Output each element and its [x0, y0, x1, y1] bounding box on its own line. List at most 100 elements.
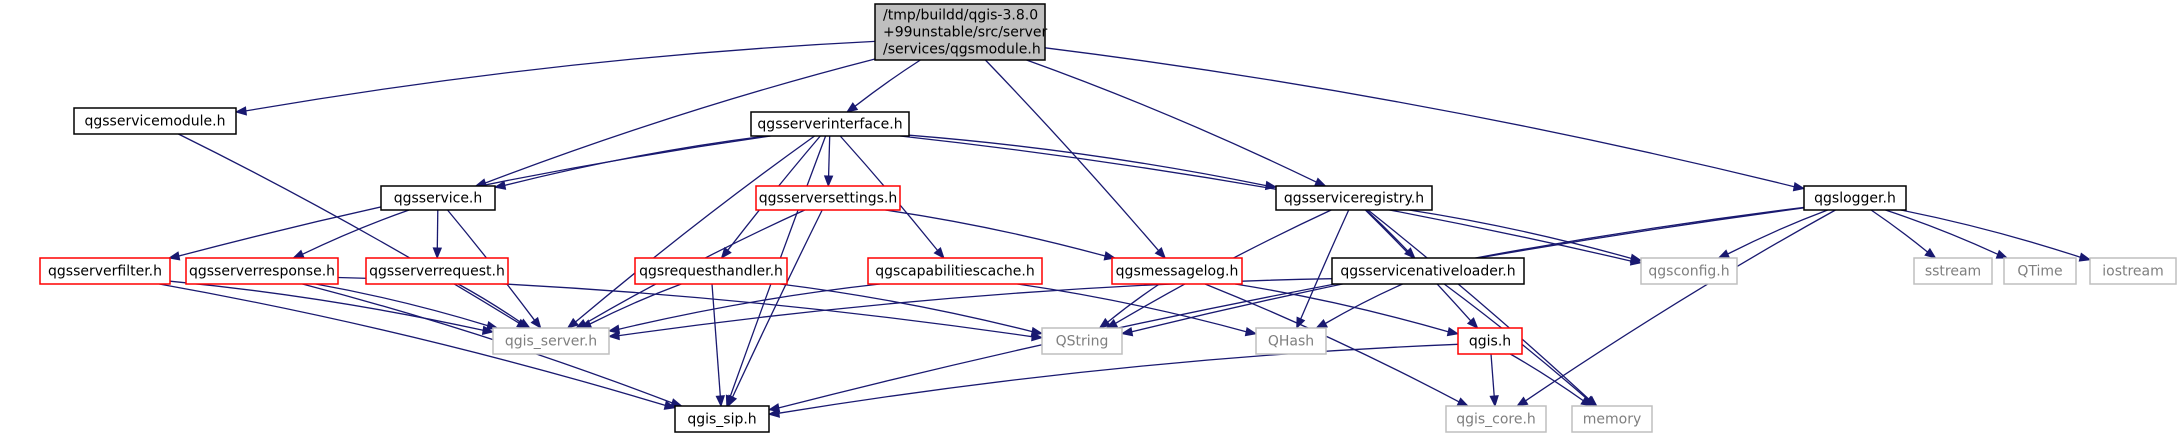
node-qgsrequesthandler[interactable]: qgsrequesthandler.h — [634, 257, 788, 285]
node-qgsconfig: qgsconfig.h — [1640, 257, 1738, 285]
edge-root-to-qgsserviceregistry — [1026, 59, 1327, 187]
node-qgis[interactable]: qgis.h — [1457, 327, 1523, 355]
edge-qgsmessagelog-to-qgis_core — [1204, 283, 1470, 407]
node-label: qgis_server.h — [505, 334, 597, 350]
edge-qgslogger-to-sstream — [1870, 209, 1937, 259]
node-box — [1640, 257, 1738, 285]
node-box — [1255, 327, 1327, 355]
edge-qgsserversettings-to-qgsmessagelog — [885, 209, 1117, 261]
edge-qgis-to-qgis_core — [1489, 353, 1499, 408]
node-box — [2003, 257, 2077, 285]
node-qgsservicenativeloader[interactable]: qgsservicenativeloader.h — [1331, 257, 1525, 285]
edge-qgsrequesthandler-to-qgis_sip — [711, 283, 726, 408]
node-label: qgsconfig.h — [1648, 264, 1729, 280]
edge-qgsserverfilter-to-qgis_server — [169, 280, 495, 335]
node-label: qgsservicemodule.h — [84, 114, 225, 130]
node-box — [867, 257, 1043, 285]
node-box — [874, 3, 1046, 61]
node-label: memory — [1583, 412, 1642, 428]
edge-qgsserverresponse-to-qgis_sip — [302, 283, 683, 408]
edge-qgsmessagelog-to-QString — [1098, 283, 1160, 329]
node-box — [1275, 185, 1433, 211]
edge-qgsserverinterface-to-qgsservice — [493, 135, 767, 190]
node-label: /services/qgsmodule.h — [883, 42, 1041, 58]
node-box — [73, 107, 237, 135]
edge-qgscapabilitiescache-to-qgis_server — [607, 283, 881, 334]
edge-qgsservicenativeloader-to-QHash — [1315, 283, 1403, 329]
node-label: qgsservicenativeloader.h — [1340, 264, 1515, 280]
node-box — [380, 185, 496, 211]
node-label: qgslogger.h — [1814, 191, 1896, 207]
node-box — [674, 405, 770, 433]
node-qgslogger[interactable]: qgslogger.h — [1803, 185, 1907, 211]
edge-qgsservice-to-qgsserverresponse — [292, 209, 410, 259]
node-qgis_core: qgis_core.h — [1445, 405, 1547, 433]
node-label: qgis_sip.h — [687, 412, 756, 428]
edge-root-to-qgslogger — [1044, 47, 1806, 192]
node-label: qgsserverfilter.h — [48, 264, 162, 280]
node-label: iostream — [2102, 264, 2164, 280]
node-box — [1571, 405, 1653, 433]
node-box — [1913, 257, 1993, 285]
node-label: +99unstable/src/server — [883, 25, 1047, 41]
edge-qgis-to-memory — [1509, 353, 1593, 407]
node-box — [2089, 257, 2177, 285]
edge-root-to-qgsmessagelog — [984, 59, 1167, 259]
node-label: QHash — [1268, 334, 1314, 350]
node-qgsserverinterface[interactable]: qgsserverinterface.h — [750, 111, 910, 137]
edge-qgsserverinterface-to-qgsconfig — [900, 135, 1643, 266]
edge-root-to-qgsservicemodule — [234, 40, 876, 116]
edge-qgsserverfilter-to-qgis_sip — [159, 283, 677, 410]
node-QTime: QTime — [2003, 257, 2077, 285]
node-qgsserviceregistry[interactable]: qgsserviceregistry.h — [1275, 185, 1433, 211]
node-label: qgsserverinterface.h — [757, 117, 902, 133]
node-label: qgis_core.h — [1456, 412, 1536, 428]
edge-qgsserverinterface-to-qgsserversettings — [823, 135, 834, 188]
node-qgsserversettings[interactable]: qgsserversettings.h — [755, 185, 901, 211]
node-box — [492, 327, 610, 355]
node-root[interactable]: /tmp/buildd/qgis-3.8.0+99unstable/src/se… — [874, 3, 1047, 61]
edge-qgsserversettings-to-qgis_sip — [727, 209, 823, 408]
node-qgsserverresponse[interactable]: qgsserverresponse.h — [185, 257, 339, 285]
node-label: sstream — [1925, 264, 1981, 280]
node-label: qgscapabilitiescache.h — [875, 264, 1034, 280]
node-box — [1111, 257, 1243, 285]
edge-qgsservicenativeloader-to-qgis_server — [607, 278, 1333, 341]
nodes-layer: /tmp/buildd/qgis-3.8.0+99unstable/src/se… — [39, 3, 2177, 433]
node-label: /tmp/buildd/qgis-3.8.0 — [883, 8, 1038, 24]
node-qgsserverfilter[interactable]: qgsserverfilter.h — [39, 257, 171, 285]
edge-qgslogger-to-iostream — [1900, 209, 2092, 262]
node-label: qgsmessagelog.h — [1116, 264, 1239, 280]
node-qgsmessagelog[interactable]: qgsmessagelog.h — [1111, 257, 1243, 285]
node-box — [185, 257, 339, 285]
node-box — [1331, 257, 1525, 285]
edge-qgsmessagelog-to-qgis — [1234, 283, 1460, 337]
node-label: qgsserverrequest.h — [369, 264, 505, 280]
node-label: qgsserversettings.h — [759, 191, 898, 207]
node-qgsserverrequest[interactable]: qgsserverrequest.h — [365, 257, 509, 285]
edges-layer — [159, 40, 2092, 418]
node-box — [39, 257, 171, 285]
node-qgscapabilitiescache[interactable]: qgscapabilitiescache.h — [867, 257, 1043, 285]
node-memory: memory — [1571, 405, 1653, 433]
node-iostream: iostream — [2089, 257, 2177, 285]
edge-qgscapabilitiescache-to-QHash — [1017, 283, 1258, 337]
node-qgsservicemodule[interactable]: qgsservicemodule.h — [73, 107, 237, 135]
edge-qgslogger-to-QTime — [1885, 209, 2009, 259]
node-label: qgis.h — [1469, 334, 1511, 350]
edge-qgslogger-to-qgis_sip — [767, 207, 1805, 413]
node-qgsservice[interactable]: qgsservice.h — [380, 185, 496, 211]
node-box — [750, 111, 910, 137]
node-QString: QString — [1041, 327, 1123, 355]
edge-root-to-qgsserverinterface — [845, 59, 921, 113]
node-label: qgsserverresponse.h — [189, 264, 335, 280]
node-label: qgsrequesthandler.h — [639, 264, 783, 280]
node-box — [755, 185, 901, 211]
node-QHash: QHash — [1255, 327, 1327, 355]
edge-qgsserverrequest-to-qgis_server — [457, 283, 531, 329]
edge-qgslogger-to-qgsconfig — [1717, 209, 1828, 259]
node-qgis_sip[interactable]: qgis_sip.h — [674, 405, 770, 433]
node-label: QString — [1056, 334, 1109, 350]
node-box — [634, 257, 788, 285]
edge-qgsrequesthandler-to-qgis_server — [579, 283, 682, 329]
